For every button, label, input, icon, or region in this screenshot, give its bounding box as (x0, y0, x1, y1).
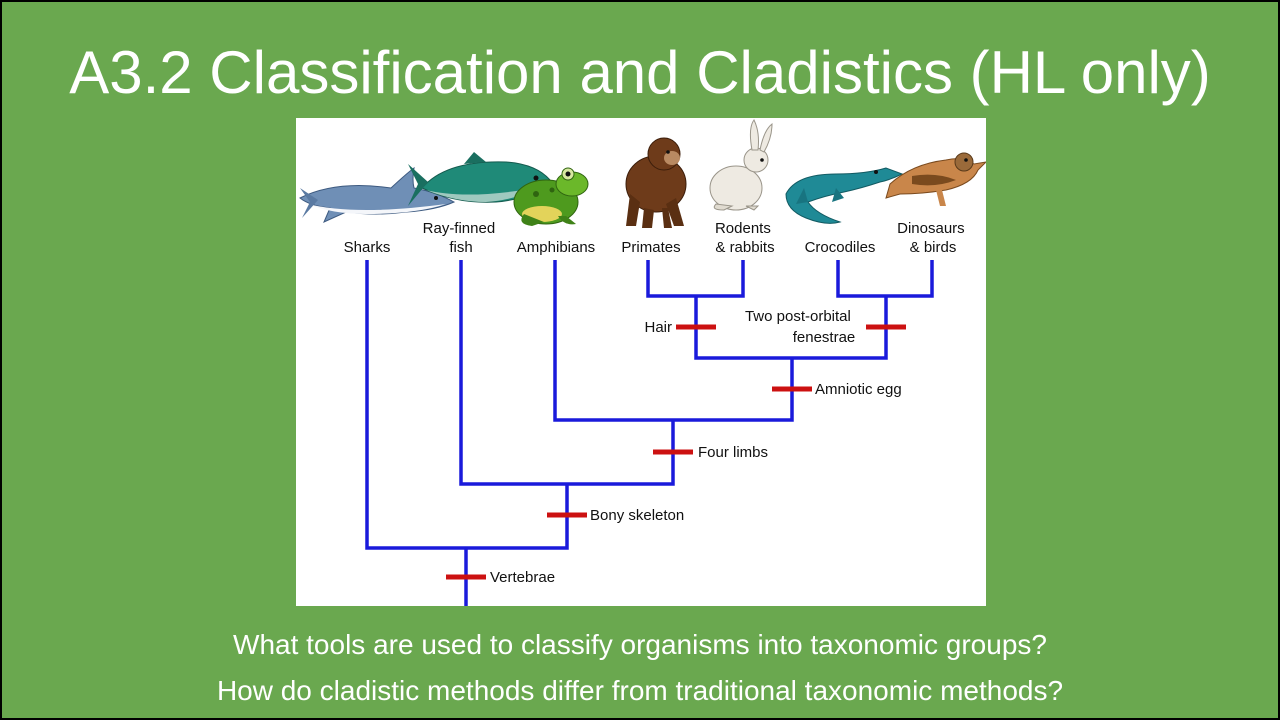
branch-crocodiles-birds (836, 260, 934, 298)
trait-label-vertebrae: Vertebrae (490, 569, 555, 586)
rabbit-icon (709, 119, 773, 211)
sparrow-icon (885, 152, 986, 206)
taxon-label-dinosaurs-birds: Dinosaurs & birds (897, 220, 969, 256)
trait-label-bony-skeleton: Bony skeleton (590, 507, 684, 524)
frog-icon (513, 167, 589, 226)
trait-label-hair: Hair (644, 319, 672, 336)
chimpanzee-icon (625, 137, 687, 228)
guiding-questions: What tools are used to classify organism… (2, 622, 1278, 714)
cladogram-figure: Sharks Ray-finned fish Amphibians Primat… (296, 118, 986, 606)
branch-mammals-reptiles (694, 296, 888, 360)
slide-title: A3.2 Classification and Cladistics (HL o… (69, 39, 1211, 106)
trait-marks (446, 324, 906, 580)
trait-label-fenestrae: Two post-orbital fenestrae (745, 308, 855, 346)
branch-sharks-bony (365, 260, 569, 550)
taxon-label-rodents-rabbits: Rodents & rabbits (715, 220, 775, 256)
branch-primates-rodents (646, 260, 745, 298)
taxon-label-sharks: Sharks (344, 239, 391, 256)
taxon-label-crocodiles: Crocodiles (805, 239, 876, 256)
trait-label-four-limbs: Four limbs (698, 444, 768, 461)
cladogram: Sharks Ray-finned fish Amphibians Primat… (299, 119, 986, 606)
guiding-question: How do cladistic methods differ from tra… (216, 675, 1064, 706)
crocodile-icon (785, 167, 904, 224)
taxon-label-ray-finned-fish: Ray-finned fish (423, 220, 500, 256)
trait-label-amniotic-egg: Amniotic egg (815, 381, 902, 398)
guiding-question: What tools are used to classify organism… (233, 629, 1047, 660)
branch-amphibians-amniotes (553, 260, 794, 422)
shark-icon (299, 166, 456, 223)
taxon-label-primates: Primates (621, 239, 680, 256)
taxon-label-amphibians: Amphibians (517, 239, 595, 256)
branch-fish-tetrapods (459, 260, 675, 486)
